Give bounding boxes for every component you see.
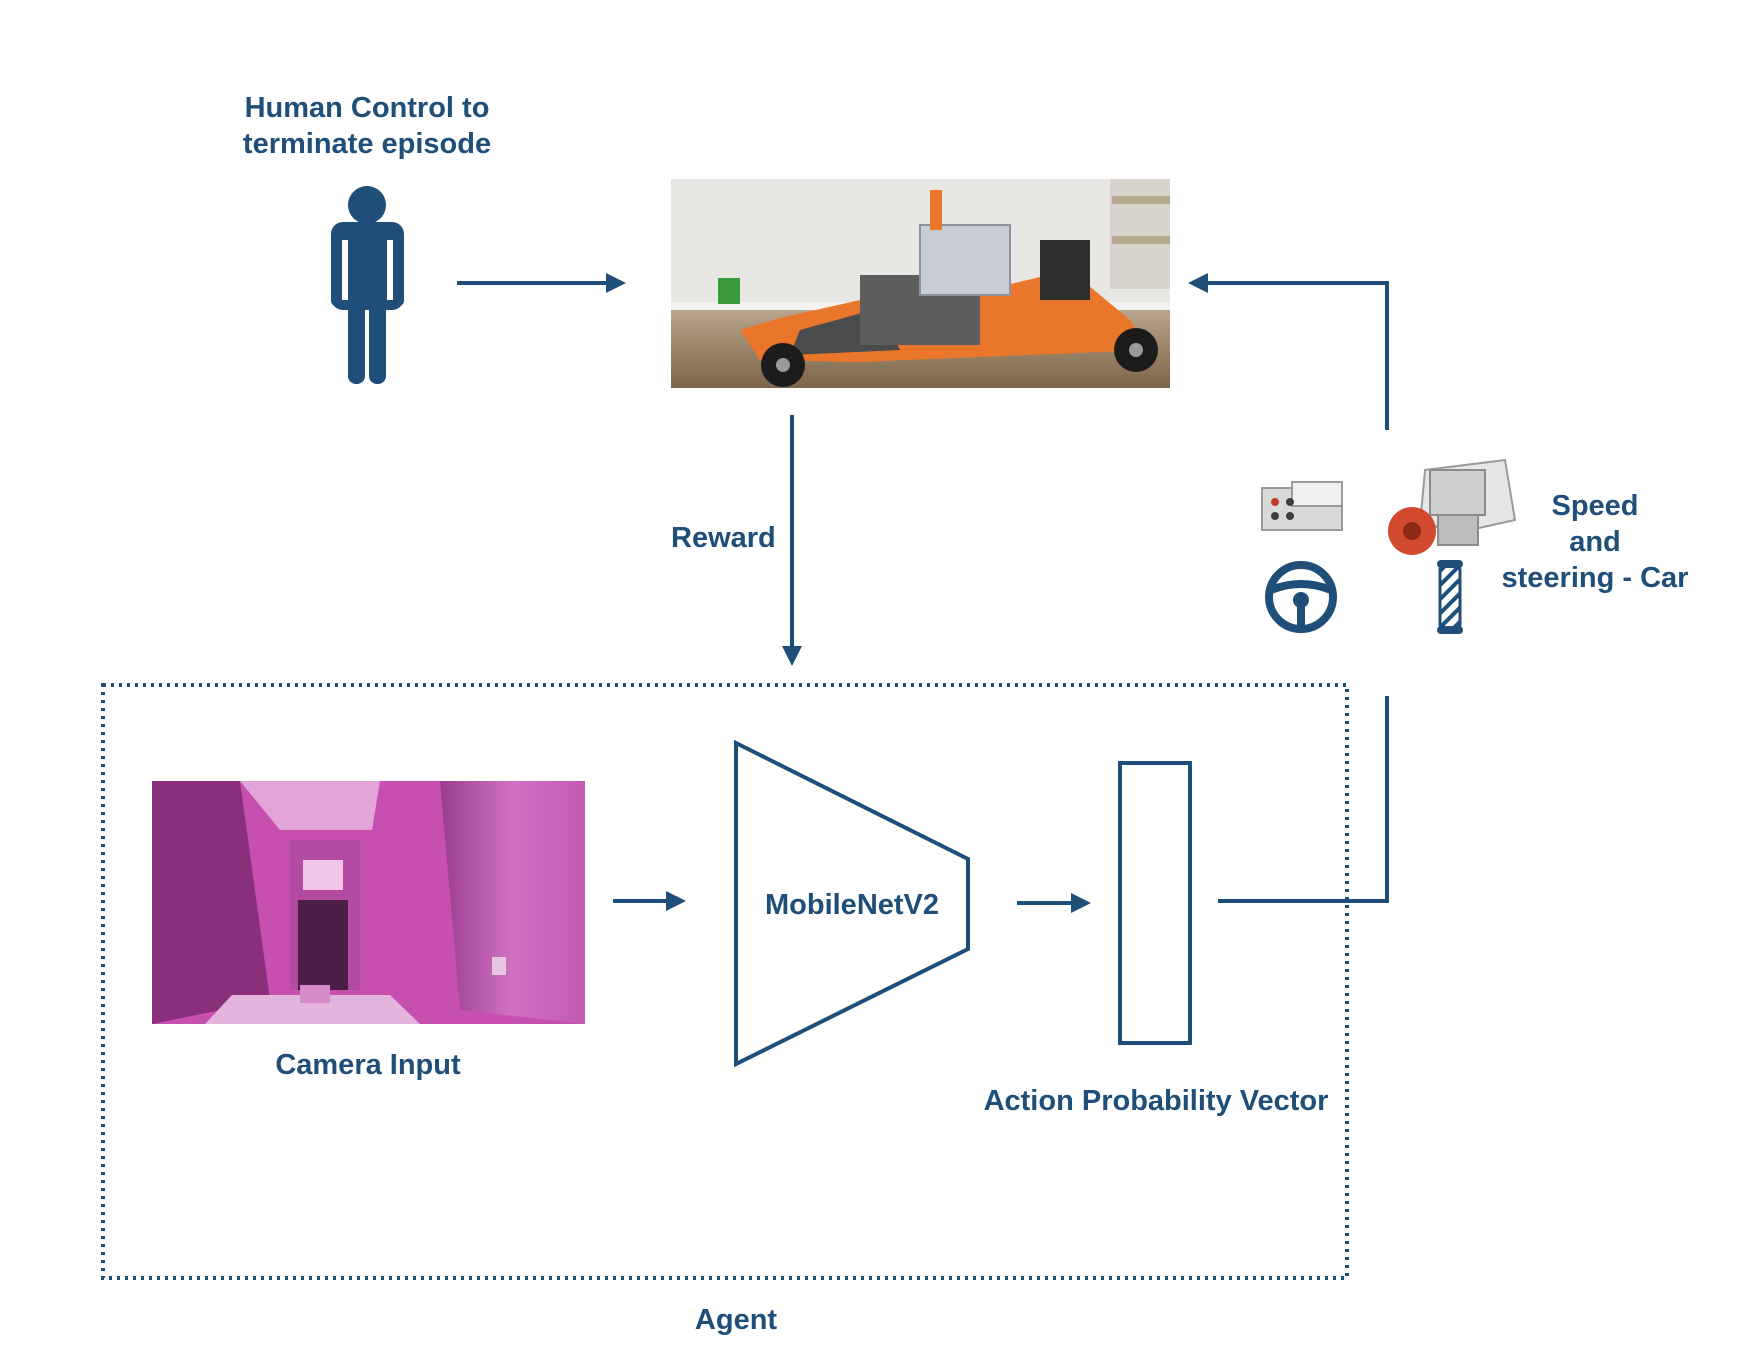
mobilenet-trapezoid [734, 739, 970, 1068]
motor-icon [1388, 458, 1517, 555]
camera-input-label: Camera Input [275, 1049, 461, 1081]
steering-wheel-icon [1265, 561, 1337, 633]
reward-label: Reward [671, 522, 776, 554]
action-vector-label: Action Probability Vector [983, 1085, 1329, 1117]
sensor-brick-icon [1261, 481, 1343, 531]
feedback-line-lower [1218, 696, 1389, 903]
person-icon [331, 186, 404, 384]
human-control-label: Human Control to terminate episode [217, 90, 517, 162]
speed-steering-label: Speed and steering - Car [1475, 488, 1715, 596]
human-control-line2: terminate episode [242, 128, 492, 160]
speed-line2: and [1569, 526, 1621, 558]
agent-boundary [101, 683, 1349, 1280]
feedback-line-upper [1188, 273, 1389, 430]
speed-line1: Speed [1551, 490, 1639, 522]
car-photo [671, 179, 1170, 388]
camera-input-photo [152, 781, 585, 1024]
barber-pole-icon [1437, 560, 1463, 634]
action-vector-rect [1118, 761, 1192, 1045]
human-control-line1: Human Control to [244, 92, 490, 124]
mobilenet-label: MobileNetV2 [764, 889, 940, 921]
agent-label: Agent [694, 1304, 778, 1336]
speed-line3: steering - Car [1501, 562, 1689, 594]
